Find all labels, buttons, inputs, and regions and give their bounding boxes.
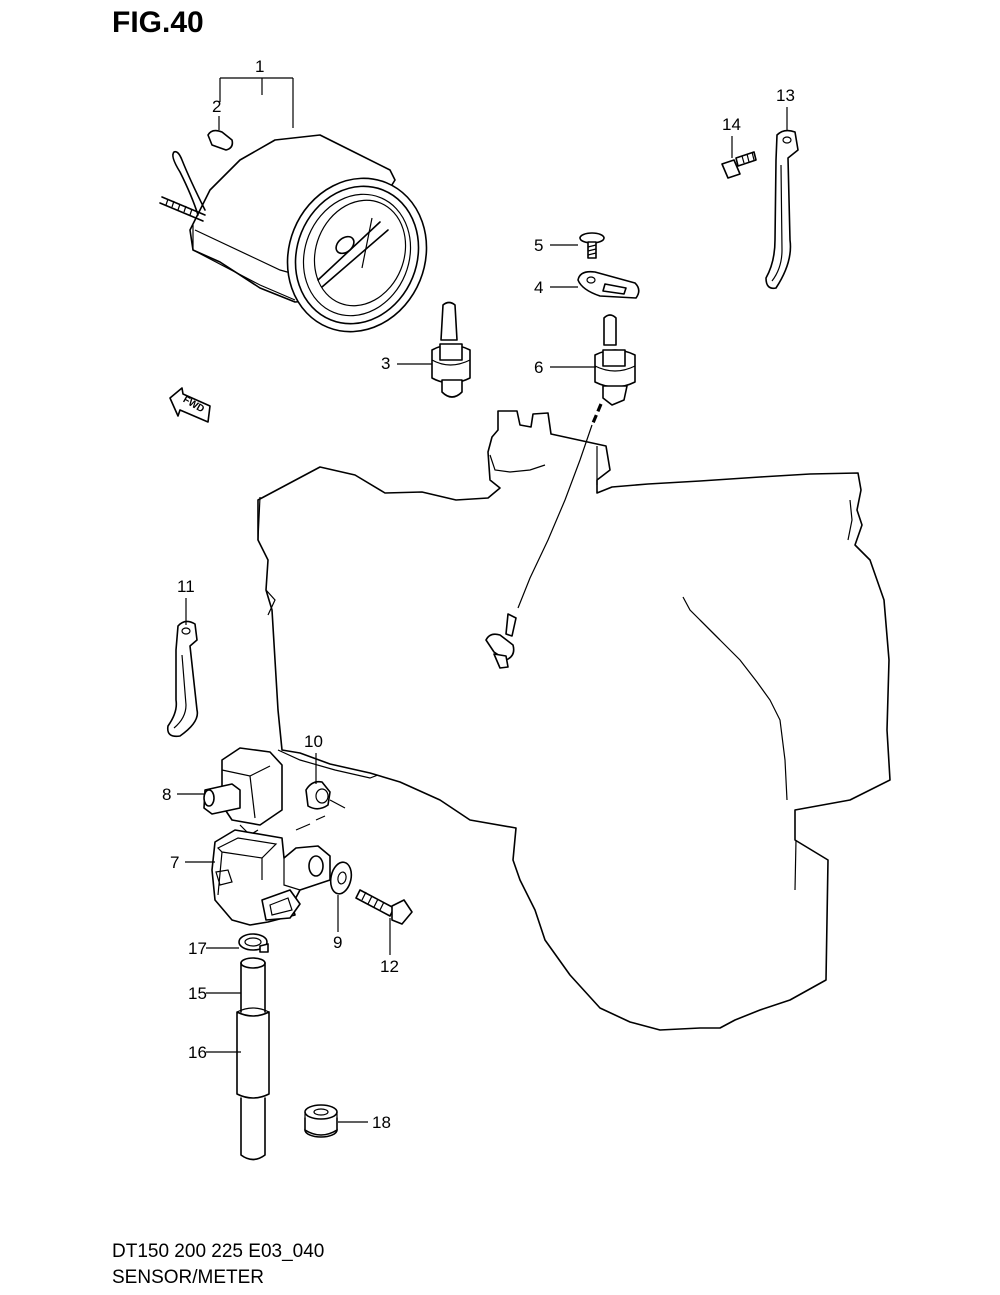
callout-12: 12 <box>380 918 399 976</box>
section-name: SENSOR/METER <box>112 1267 265 1288</box>
bracket-7 <box>211 829 331 926</box>
sensor-3 <box>431 301 471 398</box>
svg-text:16: 16 <box>188 1043 207 1062</box>
callout-13: 13 <box>776 86 795 130</box>
callout-3: 3 <box>381 354 432 373</box>
sensor-unit-8 <box>203 747 283 836</box>
svg-text:10: 10 <box>304 732 323 751</box>
svg-text:15: 15 <box>188 984 207 1003</box>
washer-9 <box>329 861 353 895</box>
svg-text:1: 1 <box>255 57 264 76</box>
svg-text:4: 4 <box>534 278 543 297</box>
svg-text:6: 6 <box>534 358 543 377</box>
engine-outline <box>257 410 891 1031</box>
callout-15: 15 <box>188 984 241 1003</box>
svg-text:9: 9 <box>333 933 342 952</box>
callout-8: 8 <box>162 785 204 804</box>
clamp-13 <box>765 129 799 290</box>
svg-text:11: 11 <box>177 577 195 596</box>
svg-text:5: 5 <box>534 236 543 255</box>
svg-text:8: 8 <box>162 785 171 804</box>
svg-text:12: 12 <box>380 957 399 976</box>
callout-7: 7 <box>170 853 215 872</box>
screw-5 <box>579 232 605 259</box>
hose-15-16 <box>236 957 270 1161</box>
svg-text:18: 18 <box>372 1113 391 1132</box>
callout-1: 1 <box>219 57 294 128</box>
meter-gauge <box>159 129 428 333</box>
svg-text:7: 7 <box>170 853 179 872</box>
engine-sensor <box>485 403 603 669</box>
grommet-10 <box>295 780 346 831</box>
bolt-14 <box>721 151 757 179</box>
callout-6: 6 <box>534 358 596 377</box>
callout-16: 16 <box>188 1043 241 1062</box>
bolt-12 <box>355 889 413 925</box>
sensor-6 <box>594 314 636 406</box>
callout-14: 14 <box>722 115 741 158</box>
figure-title: FIG.40 <box>112 6 204 39</box>
callout-18: 18 <box>338 1113 391 1132</box>
model-code: DT150 200 225 E03_040 <box>112 1241 325 1262</box>
callout-11: 11 <box>177 577 195 625</box>
callout-10: 10 <box>304 732 323 784</box>
callout-5: 5 <box>534 236 578 255</box>
clamp-11 <box>166 620 199 738</box>
hose-clip-17 <box>238 933 269 953</box>
sensor-plate-4 <box>577 270 640 299</box>
callout-9: 9 <box>333 895 342 952</box>
svg-text:14: 14 <box>722 115 741 134</box>
svg-text:17: 17 <box>188 939 207 958</box>
svg-text:2: 2 <box>212 97 221 116</box>
svg-text:13: 13 <box>776 86 795 105</box>
callout-2: 2 <box>212 97 221 130</box>
fwd-direction-arrow: FWD <box>169 387 211 423</box>
grommet-18 <box>304 1104 338 1138</box>
svg-text:3: 3 <box>381 354 390 373</box>
callout-4: 4 <box>534 278 578 297</box>
callout-17: 17 <box>188 939 239 958</box>
